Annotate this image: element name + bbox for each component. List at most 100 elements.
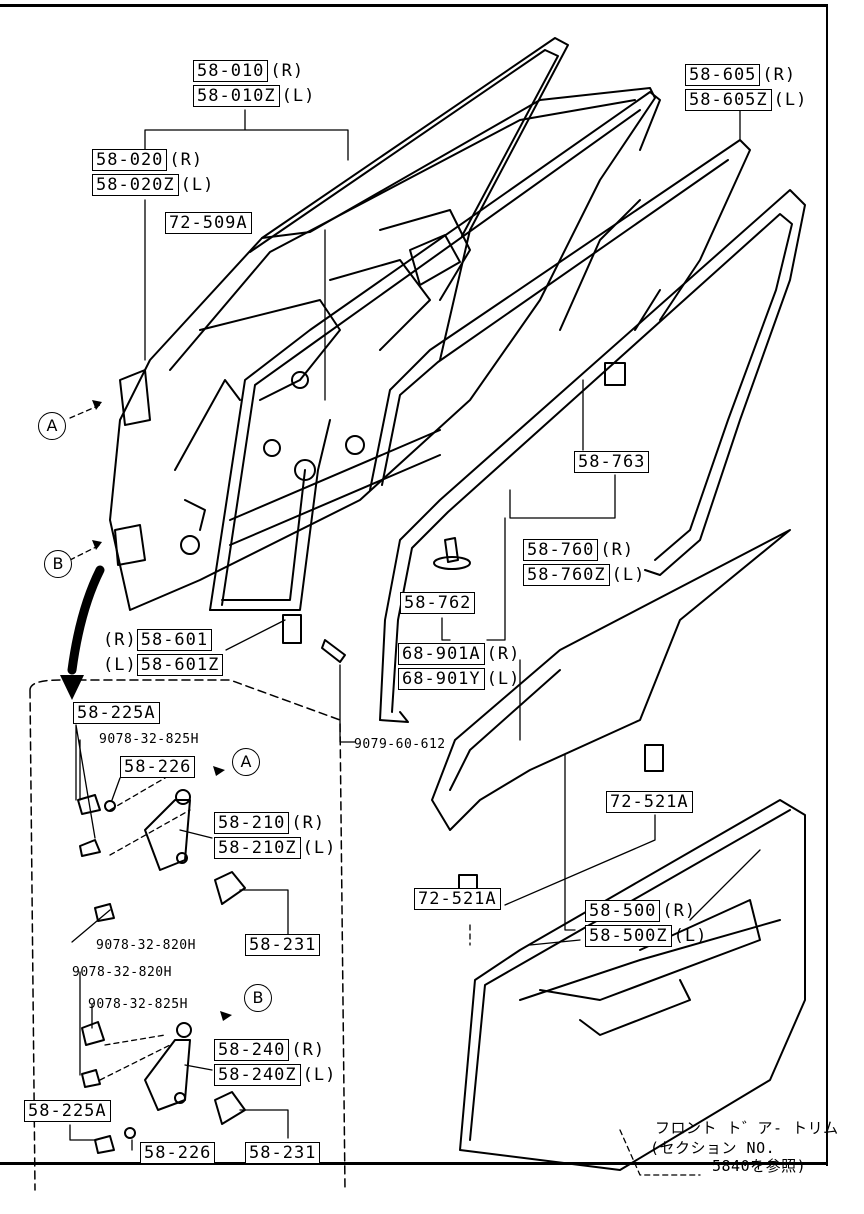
part-number-58-231-bottom: 58-231 xyxy=(245,1142,321,1164)
part-label-58-225a-bottom: 58-225A xyxy=(24,1100,111,1122)
part-label-58-210z: 58-210Z(L) xyxy=(214,837,337,859)
callout-b-detail-marker: B xyxy=(244,984,272,1012)
part-number-58-601: 58-601 xyxy=(136,629,213,651)
part-label-58-010z: 58-010Z(L) xyxy=(193,85,316,107)
part-number-58-010z: 58-010Z xyxy=(193,85,280,107)
part-number-58-762: 58-762 xyxy=(400,592,476,614)
part-label-68-901a: 68-901A(R) xyxy=(398,643,521,665)
part-label-9078-32-825h-bottom: 9078-32-825H xyxy=(88,997,188,1012)
part-number-58-605z: 58-605Z xyxy=(685,89,772,111)
part-number-58-210: 58-210 xyxy=(214,812,290,834)
part-number-58-231-top: 58-231 xyxy=(245,934,321,956)
side-58-601z: (L) xyxy=(103,655,137,675)
part-label-58-760: 58-760(R) xyxy=(523,539,635,561)
note-section-number: (セクション NO. xyxy=(650,1139,776,1157)
part-number-72-521a-right: 72-521A xyxy=(606,791,693,813)
part-label-58-240: 58-240(R) xyxy=(214,1039,326,1061)
part-number-58-500: 58-500 xyxy=(585,900,661,922)
upper-hinge-drawing xyxy=(77,369,246,922)
part-number-58-240: 58-240 xyxy=(214,1039,290,1061)
side-58-605z: (L) xyxy=(773,90,808,110)
part-label-9078-32-820h-b: 9078-32-820H xyxy=(72,965,172,980)
glass-run-drawing xyxy=(369,139,751,491)
part-label-9079-60-612: 9079-60-612 xyxy=(354,737,446,752)
part-number-58-210z: 58-210Z xyxy=(214,837,301,859)
part-number-68-901y: 68-901Y xyxy=(398,668,485,690)
part-label-58-240z: 58-240Z(L) xyxy=(214,1064,337,1086)
part-label-58-500: 58-500(R) xyxy=(585,900,697,922)
part-label-58-601z: (L)58-601Z xyxy=(103,654,224,676)
detail-pointer-arrow xyxy=(67,565,105,675)
part-number-58-226-bottom: 58-226 xyxy=(140,1142,216,1164)
frame-right-rule xyxy=(826,4,828,1166)
callout-a-detail-marker: A xyxy=(232,748,260,776)
dashed-leader-lines xyxy=(69,404,701,1176)
callout-a-marker: A xyxy=(38,412,66,440)
part-number-58-226-top: 58-226 xyxy=(120,756,196,778)
part-label-58-762: 58-762 xyxy=(400,592,476,614)
part-number-58-010: 58-010 xyxy=(193,60,269,82)
side-58-500: (R) xyxy=(662,901,697,921)
weatherstrip-68-901-drawing xyxy=(379,189,806,723)
part-number-58-240z: 58-240Z xyxy=(214,1064,301,1086)
part-label-9078-32-820h-a: 9078-32-820H xyxy=(96,938,196,953)
part-label-58-763: 58-763 xyxy=(574,451,650,473)
part-label-58-226-top: 58-226 xyxy=(120,756,196,778)
part-number-72-521a-left: 72-521A xyxy=(414,888,501,910)
part-label-58-010: 58-010(R) xyxy=(193,60,305,82)
side-58-210z: (L) xyxy=(302,838,337,858)
small-parts-drawing xyxy=(282,362,664,902)
part-label-68-901y: 68-901Y(L) xyxy=(398,668,521,690)
note-see-5840: 5840を参照) xyxy=(712,1157,807,1175)
note-front-door-trim: フロント ト゛ア- トリム xyxy=(655,1119,839,1137)
side-58-760: (R) xyxy=(600,540,635,560)
side-68-901a: (R) xyxy=(486,644,521,664)
part-label-72-521a-left: 72-521A xyxy=(414,888,501,910)
side-58-760z: (L) xyxy=(611,565,646,585)
part-number-58-020z: 58-020Z xyxy=(92,174,179,196)
weatherstrip-58-605-drawing xyxy=(249,37,569,361)
part-number-72-509a: 72-509A xyxy=(165,212,252,234)
part-number-58-763: 58-763 xyxy=(574,451,650,473)
side-68-901y: (L) xyxy=(486,669,521,689)
side-58-240z: (L) xyxy=(302,1065,337,1085)
part-label-58-760z: 58-760Z(L) xyxy=(523,564,646,586)
frame-top-rule xyxy=(0,4,828,7)
part-label-58-020: 58-020(R) xyxy=(92,149,204,171)
inner-frame-58-760-drawing xyxy=(209,91,661,611)
part-label-58-210: 58-210(R) xyxy=(214,812,326,834)
part-number-58-760: 58-760 xyxy=(523,539,599,561)
side-58-010z: (L) xyxy=(281,86,316,106)
part-number-58-225a-bottom: 58-225A xyxy=(24,1100,111,1122)
door-glass-drawing xyxy=(431,529,791,831)
side-58-010: (R) xyxy=(270,61,305,81)
door-trim-drawing xyxy=(459,799,806,1171)
part-label-72-509a: 72-509A xyxy=(165,212,252,234)
part-label-58-231-top: 58-231 xyxy=(245,934,321,956)
arrow-heads xyxy=(60,400,232,1021)
side-58-020z: (L) xyxy=(180,175,215,195)
side-58-240: (R) xyxy=(291,1040,326,1060)
side-58-210: (R) xyxy=(291,813,326,833)
door-shell-drawing xyxy=(109,87,656,611)
side-58-605: (R) xyxy=(762,65,797,85)
side-58-500z: (L) xyxy=(673,926,708,946)
part-number-58-020: 58-020 xyxy=(92,149,168,171)
part-label-58-226-bottom: 58-226 xyxy=(140,1142,216,1164)
part-label-58-605z: 58-605Z(L) xyxy=(685,89,808,111)
side-58-020: (R) xyxy=(169,150,204,170)
leader-lines xyxy=(69,109,761,1151)
part-label-9078-32-825h-top: 9078-32-825H xyxy=(99,732,199,747)
side-58-601: (R) xyxy=(103,630,137,650)
part-label-58-605: 58-605(R) xyxy=(685,64,797,86)
part-number-58-500z: 58-500Z xyxy=(585,925,672,947)
part-number-58-601z: 58-601Z xyxy=(136,654,224,676)
frame-bottom-rule xyxy=(0,1162,828,1165)
part-label-58-020z: 58-020Z(L) xyxy=(92,174,215,196)
part-label-58-231-bottom: 58-231 xyxy=(245,1142,321,1164)
callout-b-marker: B xyxy=(44,550,72,578)
part-label-72-521a-right: 72-521A xyxy=(606,791,693,813)
part-number-58-605: 58-605 xyxy=(685,64,761,86)
part-number-68-901a: 68-901A xyxy=(398,643,485,665)
